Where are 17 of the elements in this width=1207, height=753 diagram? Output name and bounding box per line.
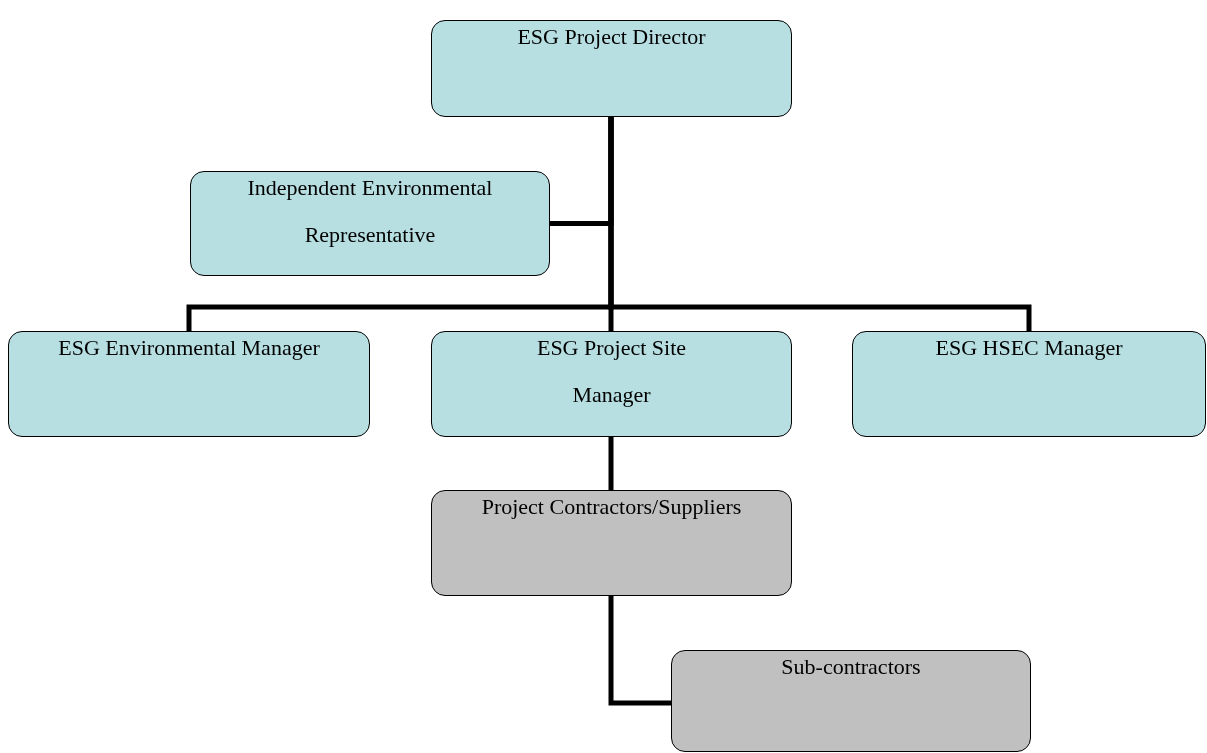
- role-title: ESG Project Site Manager: [535, 334, 688, 409]
- role-box: [671, 650, 1031, 752]
- connector-line: [608, 117, 1032, 331]
- role-title: Independent Environmental Representative: [246, 174, 494, 249]
- connector-line: [608, 596, 671, 706]
- role-title: Project Contractors/Suppliers: [480, 493, 743, 521]
- role-title: ESG Environmental Manager: [57, 334, 321, 362]
- role-box: [852, 331, 1206, 437]
- role-title: ESG Project Director: [516, 23, 707, 51]
- connector-line: [608, 437, 614, 490]
- role-title: ESG HSEC Manager: [934, 334, 1124, 362]
- role-box: [431, 331, 792, 437]
- role-box: [190, 171, 550, 276]
- role-title: Sub-contractors: [780, 653, 922, 681]
- role-box: [431, 20, 792, 117]
- role-box: [431, 490, 792, 596]
- role-box: [8, 331, 370, 437]
